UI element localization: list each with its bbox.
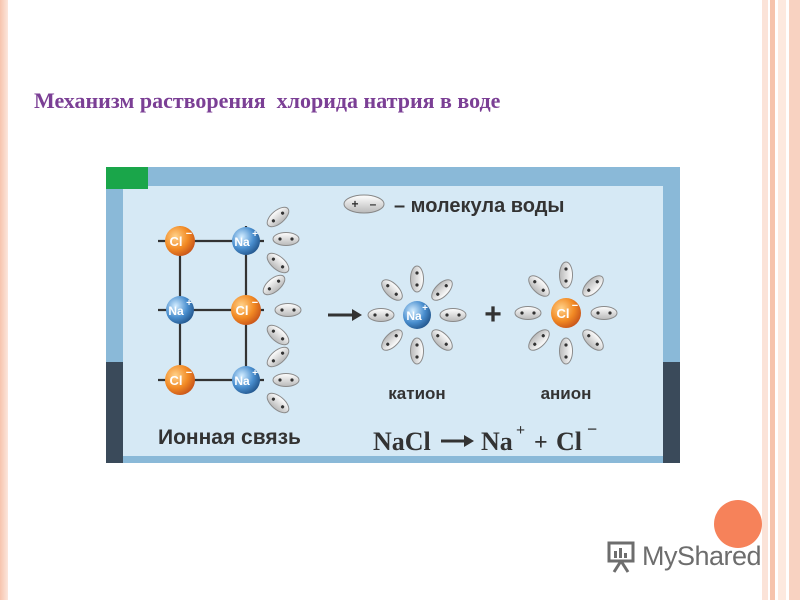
dissolution-diagram: + – – молекула воды Cl − Na + Na + <box>106 167 680 463</box>
side-strip-right <box>663 362 680 463</box>
lattice-cl-ion: Cl − <box>165 365 195 395</box>
slide-title: Механизм растворения хлорида натрия в во… <box>34 88 501 113</box>
svg-text:−: − <box>252 297 258 309</box>
logo-text: MyShared <box>642 540 762 571</box>
svg-text:+: + <box>252 229 258 240</box>
svg-text:Cl: Cl <box>170 234 183 249</box>
logo-accent-circle <box>714 500 762 548</box>
svg-text:−: − <box>186 228 192 240</box>
svg-text:−: − <box>186 367 192 379</box>
ionic-bond-label: Ионная связь <box>158 426 301 449</box>
svg-text:Cl: Cl <box>556 427 582 456</box>
lattice-cl-ion: Cl − <box>165 226 195 256</box>
lattice-na-ion: Na + <box>232 227 260 255</box>
right-frame-stripes <box>762 0 800 600</box>
hydrated-anion: Cl − <box>514 261 618 365</box>
svg-text:+: + <box>252 368 258 379</box>
svg-text:Na: Na <box>481 427 513 456</box>
legend-plus-symbol: + <box>351 197 358 211</box>
anion-label: анион <box>541 384 592 403</box>
diagram-panel <box>123 186 663 456</box>
svg-text:Na: Na <box>234 235 250 249</box>
svg-text:Cl: Cl <box>557 306 570 321</box>
svg-text:+: + <box>516 422 525 439</box>
svg-text:Na: Na <box>406 309 422 323</box>
svg-text:NaCl: NaCl <box>373 427 431 456</box>
svg-text:−: − <box>572 300 578 312</box>
hydrated-cation: Na + <box>367 265 467 365</box>
svg-text:Na: Na <box>168 304 184 318</box>
side-strip-left <box>106 362 123 463</box>
left-frame-stripe <box>0 0 8 600</box>
legend-water-molecule: + – <box>343 194 385 214</box>
svg-text:−: − <box>587 419 597 439</box>
legend-text: – молекула воды <box>394 195 565 217</box>
legend-minus-symbol: – <box>370 197 377 211</box>
myshared-logo[interactable]: MyShared <box>606 538 762 574</box>
svg-text:+: + <box>422 303 428 314</box>
accent-corner <box>106 167 148 189</box>
lattice-na-ion: Na + <box>166 296 194 324</box>
plus-sign: + <box>484 298 502 331</box>
lattice-cl-ion: Cl − <box>231 295 261 325</box>
dissolution-arrow <box>328 309 362 321</box>
svg-text:Na: Na <box>234 374 250 388</box>
svg-text:Cl: Cl <box>170 373 183 388</box>
dissociation-equation: NaCl Na + + Cl − <box>373 419 597 456</box>
svg-text:Cl: Cl <box>236 303 249 318</box>
presentation-board-icon <box>607 541 635 573</box>
cation-label: катион <box>388 384 445 403</box>
lattice-na-ion: Na + <box>232 366 260 394</box>
svg-text:+: + <box>186 298 192 309</box>
svg-text:+: + <box>534 430 548 456</box>
